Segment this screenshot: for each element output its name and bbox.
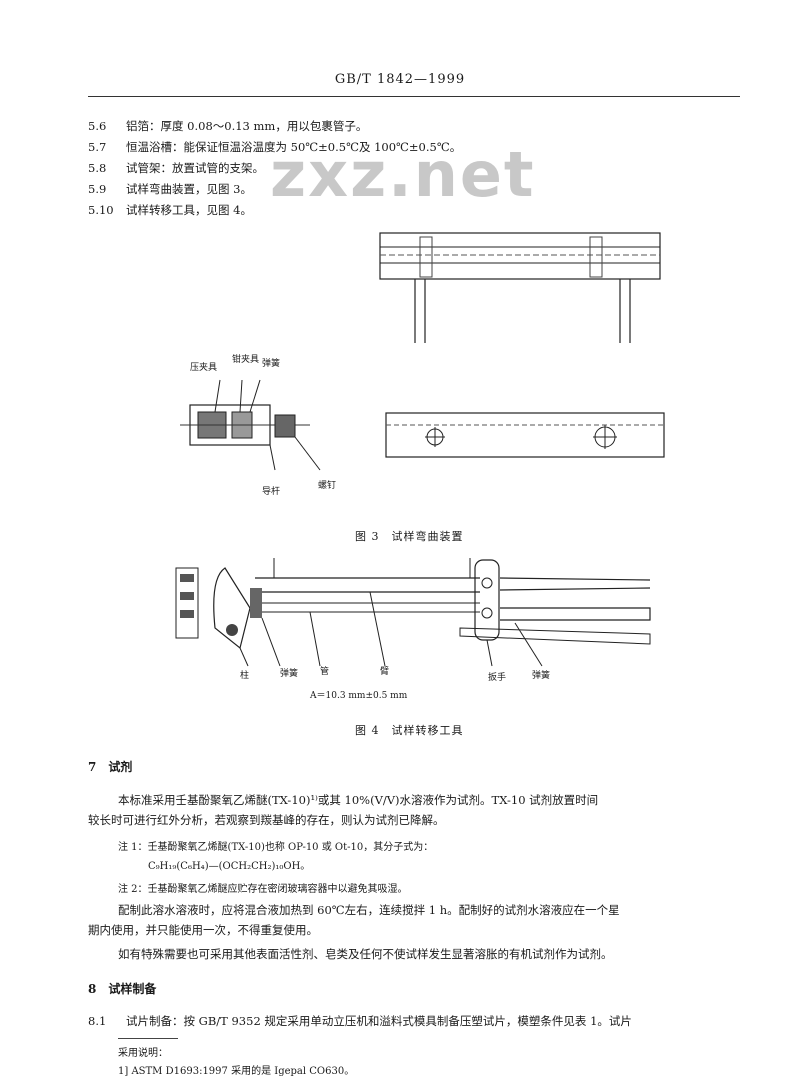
paragraph: 配制此溶水溶液时，应将混合液加热到 60℃左右，连续搅拌 1 h。配制好的试剂水… — [118, 903, 620, 917]
label-jaw-clamp: 钳夹具 — [232, 355, 260, 365]
footnote-heading: 采用说明： — [118, 1048, 168, 1059]
item-number: 5.9 — [88, 182, 107, 196]
label-guide-rod: 导杆 — [262, 487, 281, 497]
label-pressure-clamp: 压夹具 — [190, 363, 218, 373]
note-2: 注 2：壬基酚聚氧乙烯醚应贮存在密闭玻璃容器中以避免其吸湿。 — [118, 884, 408, 895]
page-header: GB/T 1842—1999 — [334, 72, 466, 87]
item-text: 试样弯曲装置，见图 3。 — [126, 182, 252, 196]
label-screw: 螺钉 — [318, 481, 337, 491]
item-number: 5.7 — [88, 140, 107, 154]
bending-device-plan-view — [385, 412, 665, 458]
item-text: 铝箔：厚度 0.08～0.13 mm，用以包裹管子。 — [126, 119, 368, 133]
footnote-text: 1] ASTM D1693:1997 采用的是 Igepal CO630。 — [118, 1066, 355, 1077]
paragraph: 本标准采用壬基酚聚氧乙烯醚(TX-10)¹⁾或其 10%(V/V)水溶液作为试剂… — [118, 793, 599, 807]
footnote-rule — [118, 1038, 178, 1039]
label-tube: 管 — [320, 667, 330, 677]
list-item: 8.1 试片制备：按 GB/T 9352 规定采用单动立压机和溢料式模具制备压塑试… — [88, 1013, 632, 1029]
transfer-tool-drawing — [175, 558, 651, 667]
header-rule — [88, 96, 740, 97]
watermark: zxz.net — [270, 138, 536, 211]
item-number: 8.1 — [88, 1014, 107, 1028]
item-text: 试片制备：按 GB/T 9352 规定采用单动立压机和溢料式模具制备压塑试片，模… — [126, 1014, 632, 1028]
paragraph: 期内使用，并只能使用一次，不得重复使用。 — [88, 923, 318, 937]
note-1-formula: C₉H₁₉(C₆H₄)—(OCH₂CH₂)₁₀OH。 — [148, 861, 311, 872]
section-7-title: 7 试剂 — [88, 760, 133, 774]
bending-device-front-view — [379, 232, 661, 343]
label-wrench: 扳手 — [488, 673, 507, 683]
item-text: 恒温浴槽：能保证恒温浴温度为 50℃±0.5℃及 100℃±0.5℃。 — [126, 140, 462, 154]
list-item: 5.7 恒温浴槽：能保证恒温浴温度为 50℃±0.5℃及 100℃±0.5℃。 — [88, 139, 461, 155]
item-text: 试管架：放置试管的支架。 — [126, 161, 264, 175]
list-item: 5.6 铝箔：厚度 0.08～0.13 mm，用以包裹管子。 — [88, 118, 367, 134]
label-tool-spring-2: 弹簧 — [532, 671, 551, 681]
list-item: 5.9 试样弯曲装置，见图 3。 — [88, 181, 252, 197]
item-number: 5.10 — [88, 203, 114, 217]
dimension-note: A＝10.3 mm±0.5 mm — [310, 691, 408, 701]
bending-device-detail-view — [180, 379, 321, 471]
label-spring: 弹簧 — [262, 359, 281, 369]
item-text: 试样转移工具，见图 4。 — [126, 203, 252, 217]
paragraph: 如有特殊需要也可采用其他表面活性剂、皂类及任何不使试样发生显著溶胀的有机试剂作为… — [118, 947, 613, 961]
label-post: 柱 — [240, 671, 250, 681]
figure-3-caption: 图 3 试样弯曲装置 — [355, 530, 464, 543]
paragraph: 较长时可进行红外分析，若观察到羰基峰的存在，则认为试剂已降解。 — [88, 813, 445, 827]
note-1: 注 1：壬基酚聚氧乙烯醚(TX-10)也称 OP-10 或 Ot-10，其分子式… — [118, 842, 434, 853]
item-number: 5.6 — [88, 119, 107, 133]
figure-4-caption: 图 4 试样转移工具 — [355, 724, 464, 737]
list-item: 5.10 试样转移工具，见图 4。 — [88, 202, 252, 218]
section-8-title: 8 试样制备 — [88, 982, 157, 996]
item-number: 5.8 — [88, 161, 107, 175]
list-item: 5.8 试管架：放置试管的支架。 — [88, 160, 264, 176]
label-tool-spring: 弹簧 — [280, 669, 299, 679]
label-arm: 臂 — [380, 667, 390, 677]
